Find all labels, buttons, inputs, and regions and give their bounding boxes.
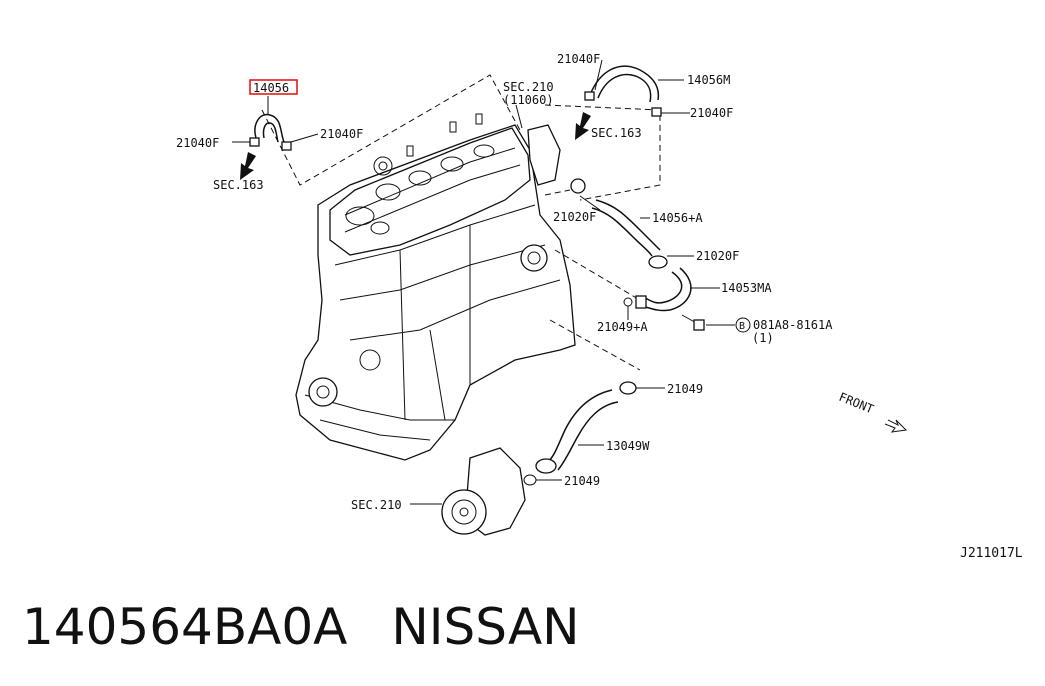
label-bolt-code: 081A8-8161A bbox=[753, 318, 833, 332]
hose-14053ma bbox=[623, 267, 705, 331]
clip-21020f bbox=[648, 255, 668, 269]
label-21040f-mid: 21040F bbox=[320, 127, 363, 141]
label-sec210-top: SEC.210 bbox=[503, 80, 554, 94]
label-11060: (11060) bbox=[503, 93, 554, 107]
label-21049-lower: 21049 bbox=[564, 474, 600, 488]
label-21020f-a: 21020F bbox=[553, 210, 596, 224]
engine-block bbox=[295, 113, 576, 461]
label-21049-a: 21049+A bbox=[597, 320, 648, 334]
label-21040f-top: 21040F bbox=[557, 52, 600, 66]
front-arrow-icon bbox=[884, 419, 908, 433]
hose-13049w bbox=[523, 381, 637, 486]
label-14056: 14056 bbox=[253, 81, 289, 95]
label-front: FRONT bbox=[837, 390, 876, 417]
water-pump bbox=[441, 447, 526, 536]
bolt-marker-letter: B bbox=[739, 321, 745, 332]
label-14053ma: 14053MA bbox=[721, 281, 772, 295]
label-14056-a: 14056+A bbox=[652, 211, 703, 225]
label-21040f-right: 21040F bbox=[690, 106, 733, 120]
label-21020f-b: 21020F bbox=[696, 249, 739, 263]
leader-lines bbox=[232, 59, 735, 505]
part-number: 140564BA0A bbox=[22, 598, 348, 656]
hose-14056-a bbox=[570, 178, 661, 257]
parts-diagram: 14056 21040F 21040F SEC.163 SEC.210 (110… bbox=[176, 52, 1023, 561]
part-labels: 14056 21040F 21040F SEC.163 SEC.210 (110… bbox=[176, 52, 1023, 561]
label-sec163-right: SEC.163 bbox=[591, 126, 642, 140]
label-sec163-left: SEC.163 bbox=[213, 178, 264, 192]
highlight-box bbox=[249, 79, 298, 95]
sec163-arrow-right bbox=[575, 112, 591, 140]
bolt-marker-circle bbox=[735, 317, 751, 333]
label-sec210-bottom: SEC.210 bbox=[351, 498, 402, 512]
sec163-arrow-left bbox=[240, 152, 256, 180]
dashed-guides bbox=[261, 74, 661, 371]
label-14056m: 14056M bbox=[687, 73, 730, 87]
label-bolt-qty: (1) bbox=[752, 331, 774, 345]
caption: 140564BA0A NISSAN bbox=[22, 598, 580, 656]
diagram-id: J211017L bbox=[960, 546, 1023, 561]
label-21049-upper: 21049 bbox=[667, 382, 703, 396]
hose-14056m bbox=[584, 65, 662, 117]
hose-14056 bbox=[249, 96, 292, 151]
label-13049w: 13049W bbox=[606, 439, 650, 453]
brand-name: NISSAN bbox=[391, 598, 580, 656]
label-21040f-left: 21040F bbox=[176, 136, 219, 150]
